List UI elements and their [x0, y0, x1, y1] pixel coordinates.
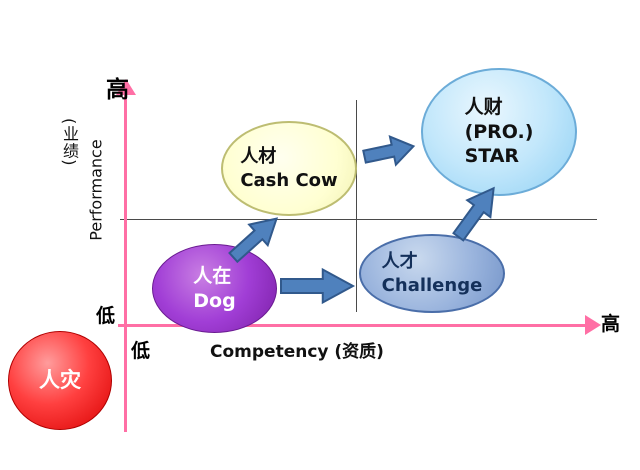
bubble-disaster-label-cn: 人灾	[39, 367, 81, 392]
y-axis-high-label: 高	[106, 77, 129, 103]
bubble-star-label-sub: (PRO.)	[464, 120, 534, 143]
bubble-star: 人财 (PRO.) STAR	[421, 68, 577, 196]
bubble-dog: 人在 Dog	[152, 244, 277, 333]
arrow-challenge-to-star-icon	[445, 179, 507, 247]
bubble-disaster: 人灾	[8, 331, 112, 430]
x-axis-line	[118, 324, 588, 327]
arrow-cash-cow-to-star-icon	[361, 130, 417, 173]
bubble-star-label-en: STAR	[464, 145, 520, 168]
bubble-challenge: 人才 Challenge	[359, 234, 505, 313]
x-axis-high-label: 高	[601, 313, 621, 335]
bubble-dog-label-en: Dog	[193, 289, 236, 312]
x-axis-low-label: 低	[131, 340, 151, 362]
bubble-star-label: 人财 (PRO.) STAR	[465, 95, 534, 169]
bubble-dog-label: 人在 Dog	[193, 264, 235, 313]
bubble-challenge-label-cn: 人才	[381, 251, 418, 273]
bubble-cash-cow-label: 人材 Cash Cow	[240, 145, 337, 192]
bubble-challenge-label-en: Challenge	[381, 274, 483, 296]
y-axis-name-chinese: (业绩)	[60, 118, 79, 167]
bubble-cash-cow-label-cn: 人材	[240, 146, 277, 168]
bubble-cash-cow: 人材 Cash Cow	[221, 121, 357, 216]
y-axis-name-english: Performance	[86, 139, 106, 241]
arrow-dog-to-cash-cow-icon	[223, 207, 288, 270]
bubble-disaster-label: 人灾	[39, 367, 81, 394]
bubble-star-label-cn: 人财	[464, 95, 503, 118]
quadrant-horizontal-line	[120, 219, 597, 220]
bubble-cash-cow-label-en: Cash Cow	[240, 169, 338, 191]
bubble-challenge-label: 人才 Challenge	[382, 250, 483, 297]
x-axis-name: Competency (资质)	[210, 342, 384, 362]
x-axis-arrowhead-icon	[585, 315, 601, 335]
y-axis-line	[124, 94, 127, 432]
bubble-dog-label-cn: 人在	[193, 264, 232, 287]
quadrant-vertical-line	[356, 100, 357, 312]
arrow-dog-to-challenge-icon	[281, 267, 353, 305]
y-axis-arrowhead-icon	[116, 79, 136, 95]
y-axis-low-label: 低	[96, 305, 116, 327]
